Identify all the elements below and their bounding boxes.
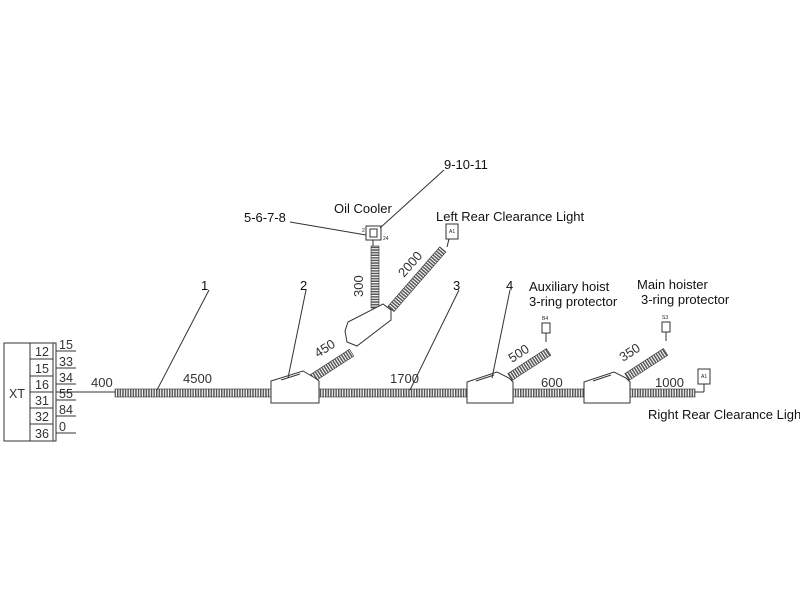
branch-tube-300 xyxy=(370,245,380,309)
callout-3: 3 xyxy=(453,278,460,293)
label-main-hoist-line1: Main hoister xyxy=(637,277,708,292)
label-aux-hoist-line1: Auxiliary hoist xyxy=(529,279,610,294)
callout-1: 1 xyxy=(201,278,208,293)
leader-2 xyxy=(287,289,307,379)
length-400: 400 xyxy=(91,375,113,390)
branch-tube-500 xyxy=(507,348,552,381)
left-pin: 15 xyxy=(35,362,49,376)
aux-hoist-switch-icon: B4 xyxy=(541,316,551,342)
length-300: 300 xyxy=(351,275,366,297)
branch-tube-350 xyxy=(624,348,669,381)
cooler-pin-b: 24 xyxy=(383,236,389,242)
xt-connector: XT 12 15 16 31 32 36 15 33 34 55 84 0 xyxy=(3,338,76,442)
leader-9-11 xyxy=(379,169,445,229)
left-pin: 16 xyxy=(35,378,49,392)
right-pin: 84 xyxy=(59,403,73,417)
label-main-hoist-line2: 3-ring protector xyxy=(641,292,730,307)
right-pin: 15 xyxy=(59,338,73,352)
left-pin: 31 xyxy=(35,394,49,408)
cooler-pin-a: 2 xyxy=(362,228,365,234)
connector-name: XT xyxy=(9,387,25,401)
right-clearance-light-icon: A1 xyxy=(695,368,711,393)
right-pin: 34 xyxy=(59,371,73,385)
leader-5-8 xyxy=(289,221,367,236)
length-1000: 1000 xyxy=(655,375,684,390)
right-light-mark: A1 xyxy=(701,374,707,380)
left-pin: 36 xyxy=(35,427,49,441)
length-450: 450 xyxy=(311,336,337,360)
main-switch-mark: S3 xyxy=(662,315,668,321)
leader-4 xyxy=(491,289,511,379)
callout-2: 2 xyxy=(300,278,307,293)
right-pin: 33 xyxy=(59,355,73,369)
oil-cooler-connector-icon: 2 24 xyxy=(362,225,389,246)
label-oil-cooler: Oil Cooler xyxy=(334,201,392,216)
main-hoist-switch-icon: S3 xyxy=(661,315,671,341)
leader-3 xyxy=(409,289,460,391)
light-mark: A1 xyxy=(449,229,455,235)
length-4500: 4500 xyxy=(183,371,212,386)
callout-9-11: 9-10-11 xyxy=(444,157,488,172)
label-aux-hoist-line2: 3-ring protector xyxy=(529,294,618,309)
length-600: 600 xyxy=(541,375,563,390)
right-pin: 55 xyxy=(59,387,73,401)
right-pin: 0 xyxy=(59,420,66,434)
callout-5-8: 5-6-7-8 xyxy=(244,210,286,225)
leader-1 xyxy=(156,289,210,391)
length-1700: 1700 xyxy=(390,371,419,386)
aux-switch-mark: B4 xyxy=(542,316,548,322)
left-clearance-light-icon: A1 xyxy=(445,223,459,248)
length-350: 350 xyxy=(616,340,642,364)
branch-tube-2000 xyxy=(387,246,447,313)
callout-4: 4 xyxy=(506,278,513,293)
left-pin: 12 xyxy=(35,345,49,359)
left-pin: 32 xyxy=(35,410,49,424)
label-right-rear-clearance-light: Right Rear Clearance Light xyxy=(648,407,800,422)
label-left-rear-clearance-light: Left Rear Clearance Light xyxy=(436,209,585,224)
junction-upper xyxy=(344,303,392,347)
